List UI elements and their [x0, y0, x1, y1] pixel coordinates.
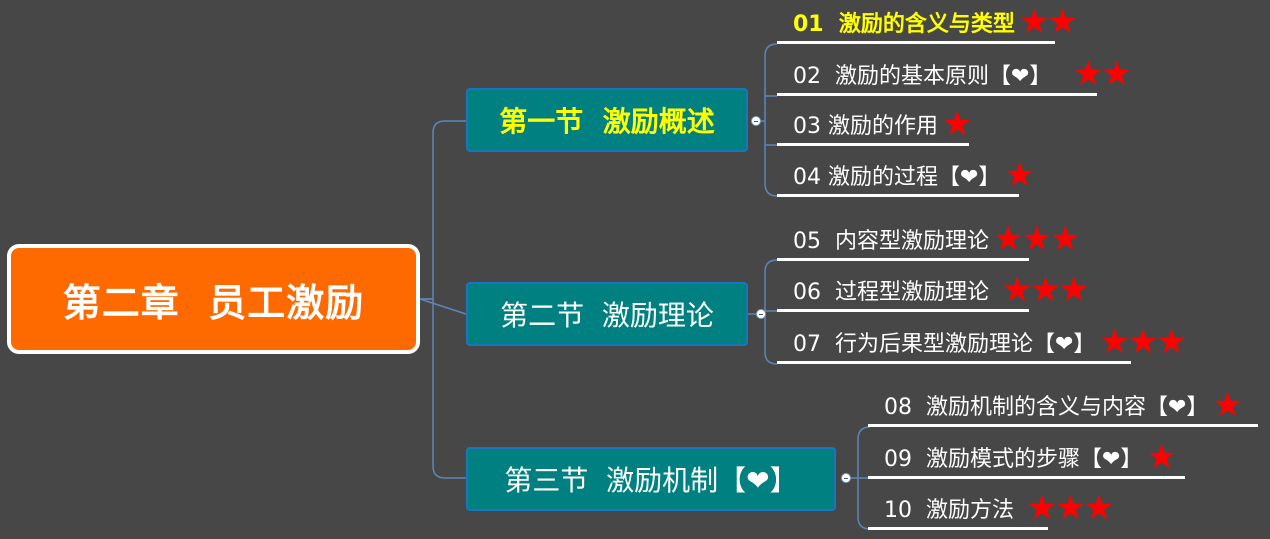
importance-stars: ★★★	[992, 218, 1080, 259]
importance-stars: ★★★	[1017, 487, 1114, 528]
topic-label: 02 激励的基本原则【❤】	[793, 63, 1052, 89]
connector-sec3-topics	[849, 426, 871, 530]
importance-stars: ★★★	[992, 269, 1089, 310]
topic-06[interactable]: 06 过程型激励理论 ★★★	[777, 270, 1089, 312]
topic-label: 07 行为后果型激励理论【❤】	[793, 331, 1096, 357]
topic-label: 05 内容型激励理论	[793, 228, 989, 254]
section-3-node[interactable]: 第三节 激励机制【❤】	[466, 447, 836, 511]
topic-10[interactable]: 10 激励方法 ★★★	[868, 488, 1114, 530]
topic-05[interactable]: 05 内容型激励理论★★★	[777, 219, 1080, 261]
connector-root-sec1	[420, 120, 466, 300]
topic-label: 08 激励机制的含义与内容【❤】	[884, 394, 1209, 420]
topic-label: 09 激励模式的步骤【❤】	[884, 446, 1143, 472]
importance-stars: ★	[1146, 436, 1177, 477]
topic-02[interactable]: 02 激励的基本原则【❤】 ★★	[777, 54, 1132, 96]
topic-04[interactable]: 04 激励的过程【❤】★	[777, 155, 1035, 197]
collapse-toggle-section-3[interactable]	[841, 473, 851, 483]
topic-label: 10 激励方法	[884, 497, 1014, 523]
topic-07[interactable]: 07 行为后果型激励理论【❤】★★★	[777, 322, 1187, 364]
importance-stars: ★★	[1055, 53, 1132, 94]
topic-08[interactable]: 08 激励机制的含义与内容【❤】★	[868, 385, 1258, 427]
section-2-node[interactable]: 第二节 激励理论	[466, 282, 748, 346]
section-1-node[interactable]: 第一节 激励概述	[466, 88, 748, 152]
collapse-toggle-section-2[interactable]	[756, 309, 766, 319]
connector-root-sec3	[420, 298, 466, 479]
topic-label: 03 激励的作用	[793, 113, 938, 139]
topic-09[interactable]: 09 激励模式的步骤【❤】★	[868, 437, 1185, 479]
importance-stars: ★	[942, 103, 973, 144]
importance-stars: ★	[1004, 154, 1035, 195]
topic-label: 04 激励的过程【❤】	[793, 164, 1001, 190]
importance-stars: ★	[1212, 384, 1243, 425]
topic-01[interactable]: 01 激励的含义与类型★★	[777, 2, 1078, 44]
importance-stars: ★★★	[1099, 321, 1186, 362]
topic-03[interactable]: 03 激励的作用★	[777, 103, 973, 146]
connector-root-sec2	[419, 298, 467, 315]
collapse-toggle-section-1[interactable]	[751, 116, 761, 126]
topic-label: 01 激励的含义与类型	[793, 11, 1015, 37]
importance-stars: ★★	[1018, 1, 1078, 42]
root-topic[interactable]: 第二章 员工激励	[7, 244, 420, 354]
topic-label: 06 过程型激励理论	[793, 279, 989, 305]
